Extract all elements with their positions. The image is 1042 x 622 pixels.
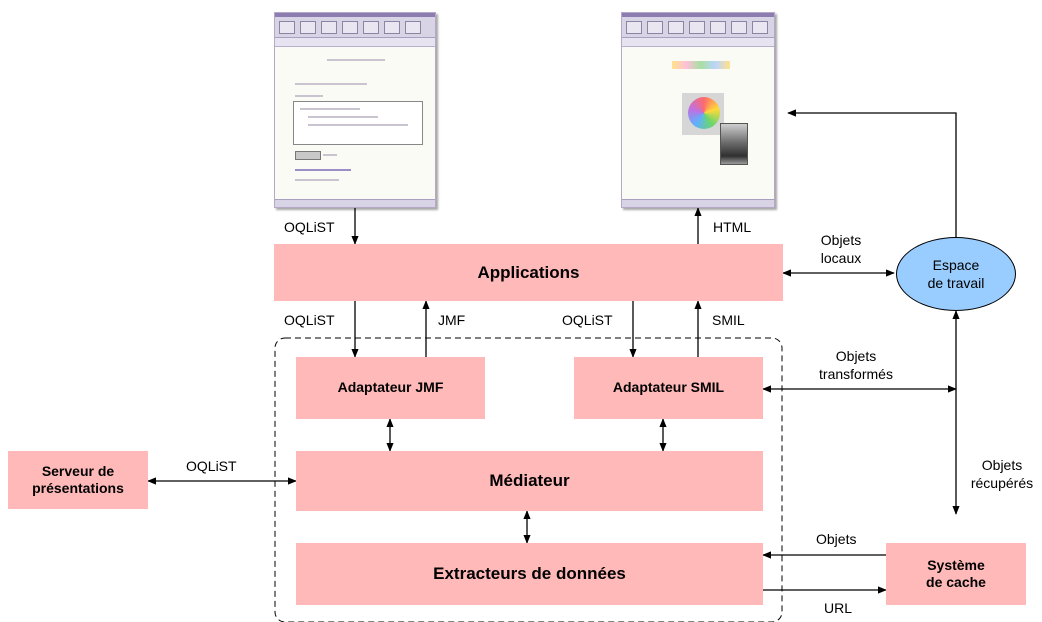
browser-window-result — [621, 12, 775, 208]
browser-window-query — [274, 12, 436, 208]
objets-locaux-line2: locaux — [820, 249, 862, 266]
arrow-espace-to-browser — [787, 109, 957, 237]
mediateur-box: Médiateur — [296, 451, 763, 511]
label-smil: SMIL — [712, 312, 745, 328]
banner-image — [672, 61, 730, 69]
label-oqlist-serveur: OQLiST — [186, 458, 237, 474]
serveur-presentations-box: Serveur de présentations — [8, 451, 148, 509]
label-objets-locaux: Objets locaux — [810, 232, 872, 267]
adaptateur-jmf-box: Adaptateur JMF — [296, 357, 485, 419]
espace-travail-ellipse: Espace de travail — [896, 237, 1016, 311]
label-jmf: JMF — [438, 312, 466, 328]
objets-recuperes-line1: Objets — [981, 457, 1023, 473]
query-textarea — [293, 101, 423, 145]
label-oqlist-jmf: OQLiST — [284, 312, 335, 328]
systeme-cache-box: Système de cache — [886, 543, 1026, 605]
extracteurs-box: Extracteurs de données — [296, 543, 763, 605]
photo-image — [720, 123, 748, 165]
objets-recuperes-line2: récupérés — [970, 474, 1034, 491]
middleware-boundary — [274, 337, 783, 622]
label-objets-cache: Objets — [816, 531, 857, 547]
espace-line1: Espace — [932, 256, 980, 273]
browser-toolbar — [275, 17, 435, 38]
label-objets-recuperes: Objets récupérés — [964, 457, 1040, 492]
serveur-line2: présentations — [32, 480, 124, 496]
cache-line1: Système — [927, 556, 985, 573]
map-image — [682, 93, 724, 135]
browser-toolbar — [622, 17, 774, 38]
label-html: HTML — [713, 219, 752, 235]
label-objets-transformes: Objets transformés — [806, 348, 906, 383]
label-url: URL — [824, 600, 853, 616]
label-oqlist-top: OQLiST — [284, 219, 335, 235]
label-oqlist-smil: OQLiST — [562, 312, 613, 328]
espace-line2: de travail — [927, 275, 985, 291]
objets-transformes-line2: transformés — [819, 365, 893, 382]
cache-line2: de cache — [926, 574, 986, 590]
adaptateur-smil-box: Adaptateur SMIL — [574, 357, 763, 419]
objets-transformes-line1: Objets — [835, 348, 877, 364]
objets-locaux-line1: Objets — [820, 232, 862, 248]
applications-box: Applications — [274, 244, 783, 301]
serveur-line1: Serveur de — [41, 462, 115, 479]
submit-button — [295, 151, 321, 160]
